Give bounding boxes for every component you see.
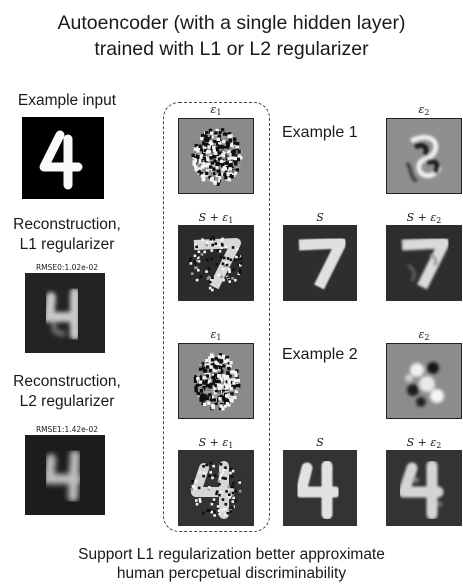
ex2-s-plus-eps1-label: S + ε1 [198, 436, 234, 451]
example-input-label: Example input [17, 92, 117, 109]
ex1-eps2-label: ε2 [418, 103, 430, 118]
rmse-l2-text: RMSE1:1.42e-02 [35, 425, 99, 434]
recon-l2-label: Reconstruction, L2 regularizer [0, 372, 134, 412]
recon-l2-image [25, 435, 105, 515]
recon-l1-label: Reconstruction, L1 regularizer [0, 215, 134, 255]
recon-l1-image [25, 273, 105, 353]
ex1-eps1-image [178, 118, 254, 194]
example-1-label: Example 1 [282, 124, 358, 141]
example-2-label: Example 2 [282, 346, 358, 363]
ex1-s-image [283, 225, 357, 301]
ex2-s-label: S [316, 436, 324, 449]
recon-l2-line-2: L2 regularizer [19, 393, 115, 410]
example-input-image [22, 117, 104, 199]
ex1-eps1-label: ε1 [210, 103, 222, 118]
l1-noise-highlight-box [163, 102, 270, 532]
ex1-s-plus-eps2-label: S + ε2 [406, 211, 442, 226]
figure-caption: Support L1 regularization better approxi… [0, 545, 463, 583]
ex1-s-plus-eps2-image [386, 225, 462, 301]
ex2-s-plus-eps1-image [178, 450, 254, 526]
ex2-s-plus-eps2-label: S + ε2 [406, 436, 442, 451]
ex2-s-image [283, 450, 357, 526]
ex1-eps2-image [386, 118, 462, 194]
title-line-2: trained with L1 or L2 regularizer [94, 38, 369, 60]
caption-line-2: human percpetual discriminability [116, 565, 347, 582]
caption-line-1: Support L1 regularization better approxi… [78, 546, 385, 563]
ex2-eps1-label: ε1 [210, 328, 222, 343]
ex2-s-plus-eps2-image [386, 450, 462, 526]
recon-l1-line-1: Reconstruction, [13, 216, 121, 233]
ex2-eps1-image [178, 343, 254, 419]
recon-l2-line-1: Reconstruction, [13, 373, 121, 390]
figure-title: Autoencoder (with a single hidden layer)… [0, 10, 463, 62]
ex1-s-plus-eps1-label: S + ε1 [198, 211, 234, 226]
title-line-1: Autoencoder (with a single hidden layer) [57, 12, 406, 34]
rmse-l1-text: RMSE0:1.02e-02 [35, 263, 99, 272]
recon-l1-line-2: L1 regularizer [19, 236, 115, 253]
ex1-s-label: S [316, 211, 324, 224]
ex1-s-plus-eps1-image [178, 225, 254, 301]
ex2-eps2-label: ε2 [418, 328, 430, 343]
ex2-eps2-image [386, 343, 462, 419]
